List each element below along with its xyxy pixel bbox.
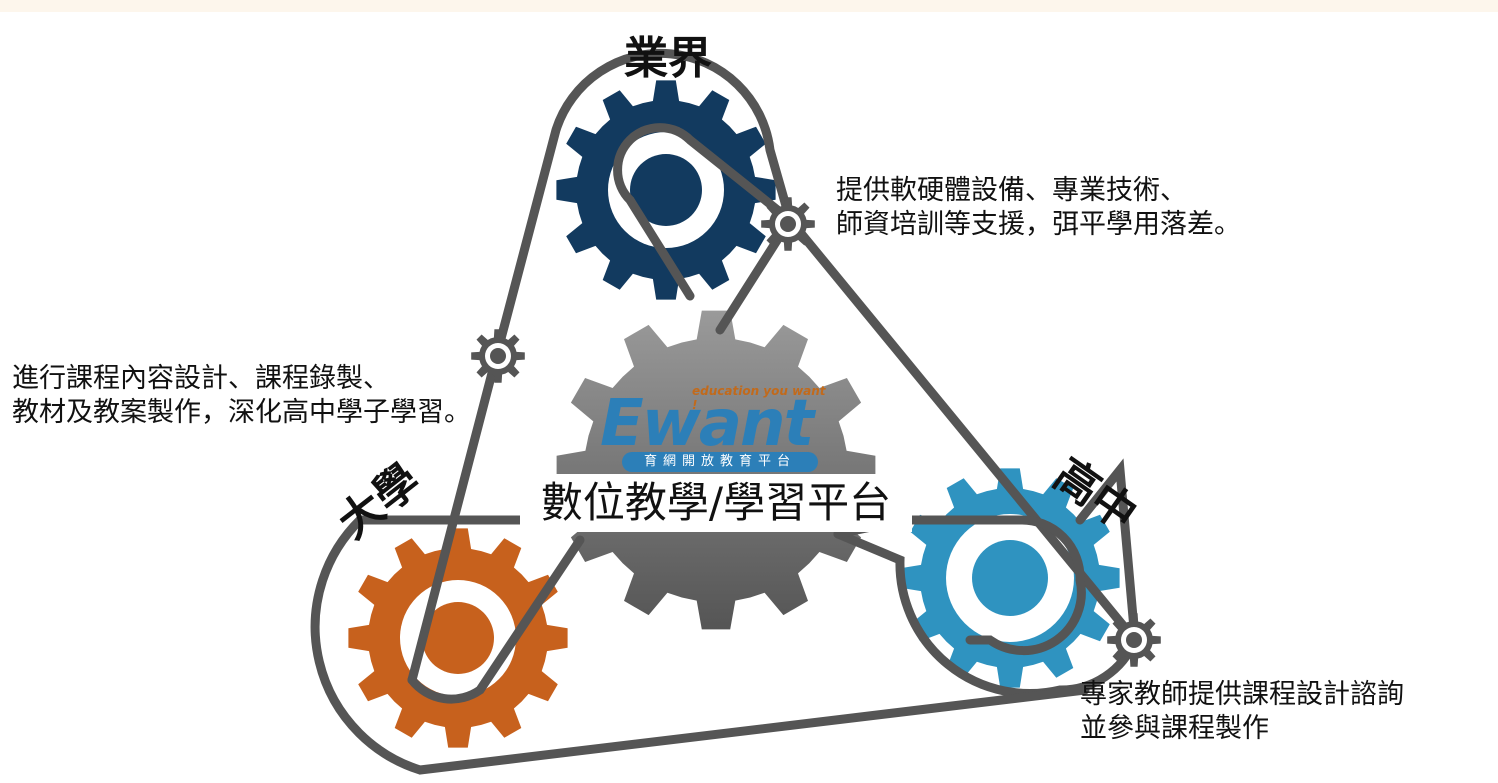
highschool-description: 專家教師提供課程設計諮詢 並參與課程製作 bbox=[1080, 678, 1404, 746]
industry-description-line: 師資培訓等支援，弭平學用落差。 bbox=[836, 209, 1241, 240]
university-description-line: 進行課程內容設計、課程錄製、 bbox=[12, 363, 390, 394]
belt-university-inner bbox=[407, 535, 585, 704]
gear-hub bbox=[972, 540, 1048, 616]
gear-hub bbox=[630, 154, 702, 226]
belt-lines bbox=[310, 48, 1140, 775]
logo-tagline: education you want ! bbox=[692, 384, 826, 412]
university-description: 進行課程內容設計、課程錄製、 教材及教案製作，深化高中學子學習。 bbox=[12, 362, 471, 430]
logo-wordmark: Ewant bbox=[600, 387, 814, 461]
top-bar bbox=[0, 0, 1498, 12]
center-gear-title: 數位教學/學習平台 bbox=[520, 474, 912, 532]
industry-gear bbox=[556, 80, 776, 300]
idler-gear-icon bbox=[761, 197, 815, 251]
idler-hub bbox=[780, 216, 796, 232]
university-description-line: 教材及教案製作，深化高中學子學習。 bbox=[12, 397, 471, 428]
ewant-logo: education you want ! Ewant 育網開放教育平台 bbox=[600, 384, 830, 476]
idler-gear-icon bbox=[471, 329, 525, 383]
industry-title: 業界 bbox=[624, 33, 712, 84]
idler-hub bbox=[1126, 632, 1142, 648]
logo-subtitle: 育網開放教育平台 bbox=[622, 452, 818, 472]
belt-university-outer bbox=[310, 515, 1090, 775]
gear-hub bbox=[422, 602, 494, 674]
belt-left-long bbox=[407, 345, 503, 685]
belt-industry-outer bbox=[493, 48, 795, 355]
industry-description-line: 提供軟硬體設備、專業技術、 bbox=[836, 175, 1187, 206]
belt-industry-inner bbox=[613, 123, 795, 301]
idler-gear-icon bbox=[1107, 613, 1161, 667]
belt-highschool-right bbox=[1075, 458, 1140, 645]
idler-hub bbox=[490, 348, 506, 364]
belt-highschool-inner bbox=[895, 515, 1086, 656]
highschool-description-line: 並參與課程製作 bbox=[1080, 713, 1269, 744]
university-gear bbox=[348, 528, 568, 748]
highschool-description-line: 專家教師提供課程設計諮詢 bbox=[1080, 679, 1404, 710]
industry-description: 提供軟硬體設備、專業技術、 師資培訓等支援，弭平學用落差。 bbox=[836, 174, 1241, 242]
belt-highschool-lower bbox=[833, 529, 1140, 698]
